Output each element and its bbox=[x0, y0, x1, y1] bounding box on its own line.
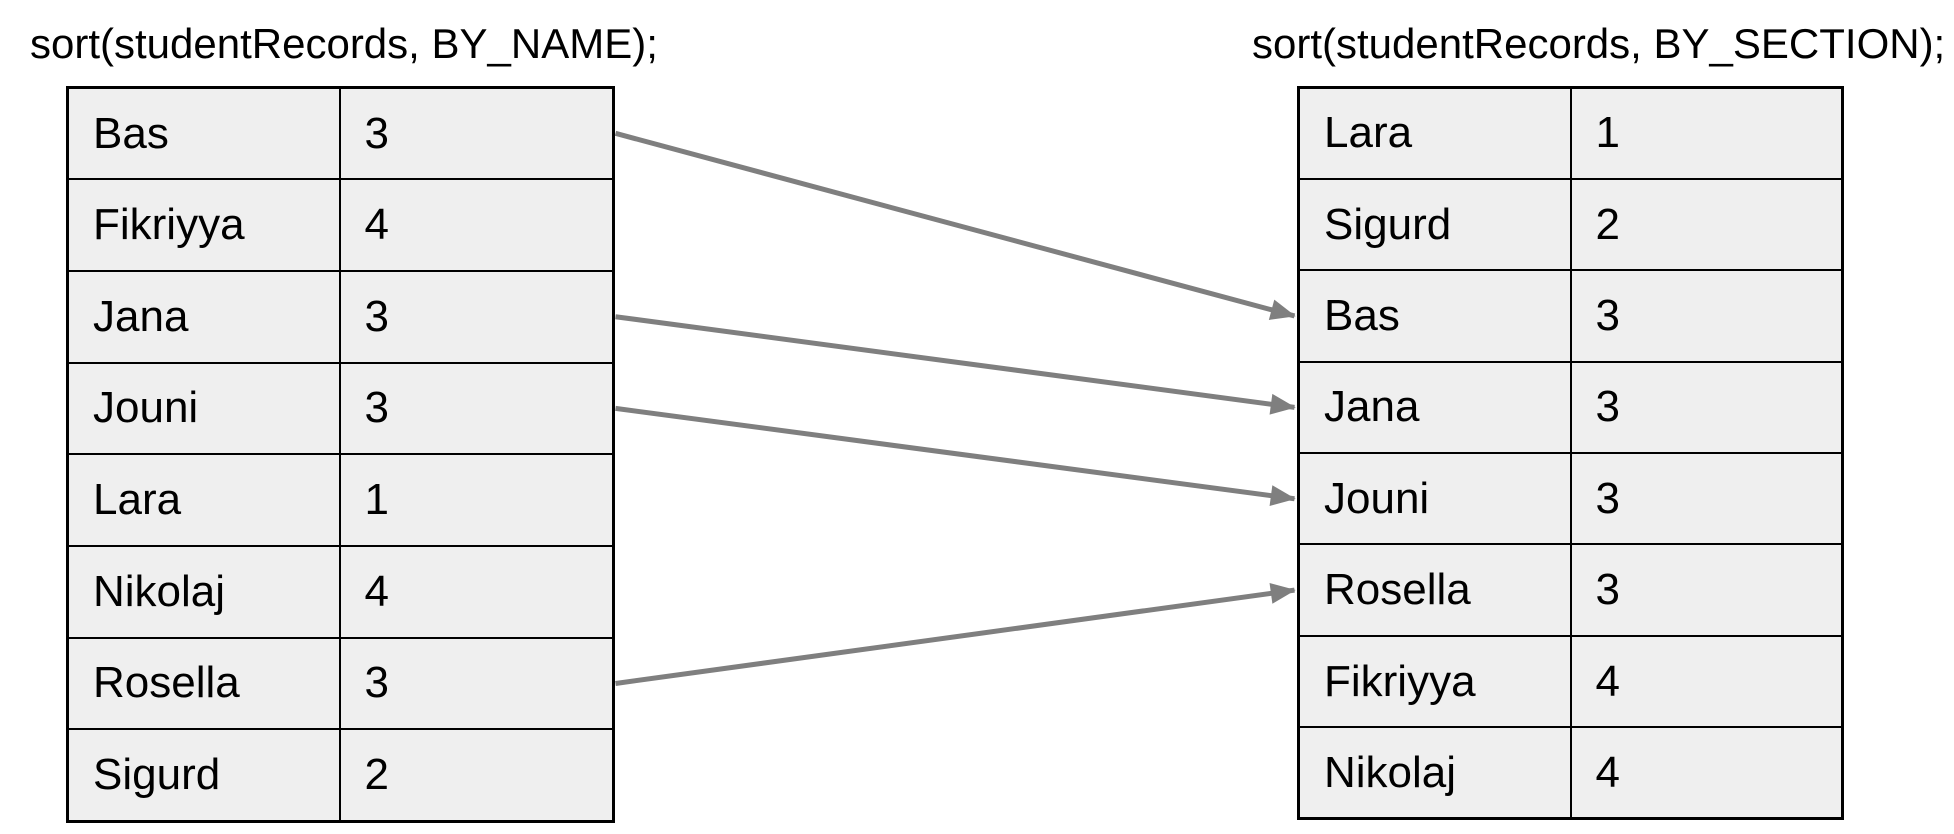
table-row: Jouni 3 bbox=[66, 361, 615, 456]
table-row: Bas 3 bbox=[66, 86, 615, 181]
student-name-cell: Nikolaj bbox=[1297, 726, 1572, 820]
section-number-cell: 3 bbox=[1569, 269, 1844, 363]
student-name-cell: Rosella bbox=[66, 636, 341, 731]
table-row: Rosella 3 bbox=[1297, 543, 1844, 637]
section-number-cell: 2 bbox=[338, 728, 615, 822]
section-number-cell: 3 bbox=[338, 269, 615, 364]
table-row: Jana 3 bbox=[66, 269, 615, 364]
table-row: Nikolaj 4 bbox=[66, 544, 615, 639]
table-row: Jana 3 bbox=[1297, 360, 1844, 455]
table-row: Nikolaj 4 bbox=[1297, 726, 1844, 820]
student-name-cell: Bas bbox=[1297, 269, 1572, 363]
student-name-cell: Fikriyya bbox=[1297, 634, 1572, 729]
sort-by-section-title: sort(studentRecords, BY_SECTION); bbox=[1252, 20, 1946, 67]
arrow-bas bbox=[614, 130, 1296, 320]
by-section-table: Lara 1 Sigurd 2 Bas 3 Jana 3 Jouni 3 Ros… bbox=[1297, 86, 1844, 821]
section-number-cell: 3 bbox=[338, 636, 615, 731]
section-number-cell: 1 bbox=[338, 453, 615, 547]
student-name-cell: Jana bbox=[66, 269, 341, 364]
table-row: Jouni 3 bbox=[1297, 452, 1844, 546]
section-number-cell: 3 bbox=[338, 361, 615, 456]
section-number-cell: 4 bbox=[338, 544, 615, 639]
student-name-cell: Sigurd bbox=[1297, 177, 1572, 272]
student-name-cell: Sigurd bbox=[66, 728, 341, 822]
student-name-cell: Jana bbox=[1297, 360, 1572, 455]
section-number-cell: 4 bbox=[1569, 726, 1844, 820]
table-row: Rosella 3 bbox=[66, 636, 615, 731]
section-number-cell: 2 bbox=[1569, 177, 1844, 272]
student-name-cell: Fikriyya bbox=[66, 178, 341, 272]
by-name-table: Bas 3 Fikriyya 4 Jana 3 Jouni 3 Lara 1 N… bbox=[66, 86, 615, 823]
arrow-jouni bbox=[615, 405, 1296, 507]
student-name-cell: Bas bbox=[66, 86, 341, 181]
section-number-cell: 4 bbox=[338, 178, 615, 272]
table-row: Bas 3 bbox=[1297, 269, 1844, 363]
student-name-cell: Lara bbox=[66, 453, 341, 547]
sort-by-name-title: sort(studentRecords, BY_NAME); bbox=[30, 20, 658, 67]
section-number-cell: 3 bbox=[1569, 360, 1844, 455]
section-number-cell: 3 bbox=[1569, 543, 1844, 637]
table-row: Fikriyya 4 bbox=[66, 178, 615, 272]
student-name-cell: Jouni bbox=[1297, 452, 1572, 546]
student-name-cell: Lara bbox=[1297, 86, 1572, 180]
arrow-rosella bbox=[615, 582, 1296, 686]
section-number-cell: 3 bbox=[338, 86, 615, 181]
arrow-jana bbox=[615, 314, 1296, 415]
table-row: Sigurd 2 bbox=[66, 728, 615, 822]
section-number-cell: 4 bbox=[1569, 634, 1844, 729]
table-row: Lara 1 bbox=[1297, 86, 1844, 180]
student-name-cell: Nikolaj bbox=[66, 544, 341, 639]
table-row: Fikriyya 4 bbox=[1297, 634, 1844, 729]
section-number-cell: 3 bbox=[1569, 452, 1844, 546]
student-name-cell: Rosella bbox=[1297, 543, 1572, 637]
table-row: Sigurd 2 bbox=[1297, 177, 1844, 272]
table-row: Lara 1 bbox=[66, 453, 615, 547]
section-number-cell: 1 bbox=[1569, 86, 1844, 180]
student-name-cell: Jouni bbox=[66, 361, 341, 456]
